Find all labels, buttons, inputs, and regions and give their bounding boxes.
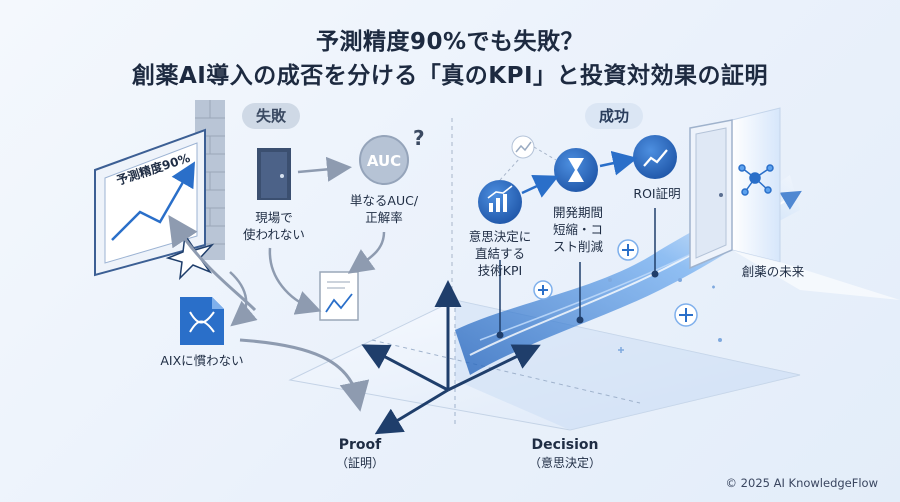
decision-sub: （意思決定） <box>528 456 601 470</box>
success-arrow <box>599 150 638 176</box>
connector-dashed <box>533 146 557 161</box>
proof-axis-label: Proof （証明） <box>320 436 400 472</box>
decision-text: Decision <box>531 437 599 453</box>
question-mark-icon: ? <box>413 126 425 150</box>
kpi-label-line3: 技術KPI <box>477 263 523 278</box>
auc-icon-text: AUC <box>367 152 401 170</box>
fail-arrow <box>297 156 352 182</box>
auc-label-line1: 単なるAUC/ <box>350 193 419 208</box>
plus-icon <box>617 239 639 261</box>
proof-text: Proof <box>338 437 382 453</box>
axis-down <box>374 388 449 435</box>
fail-arrow <box>347 231 386 274</box>
pin-dot <box>651 270 659 278</box>
copyright: © 2025 AI KnowledgeFlow <box>725 476 878 490</box>
fail-arrow <box>268 247 322 315</box>
bar-chart-icon <box>478 180 522 224</box>
title-line1: 予測精度90%でも失敗？ <box>315 29 585 55</box>
time-cost-label: 開発期間 短縮・コ スト削減 <box>540 204 616 255</box>
open-door-icon <box>689 107 900 300</box>
proof-sub: （証明） <box>335 456 384 470</box>
title-line2: 創薬AI導入の成否を分ける「真のKPI」と投資対効果の証明 <box>131 63 769 89</box>
closed-door-icon <box>257 148 291 200</box>
molecule-icon <box>738 164 774 196</box>
fail-arrow <box>229 271 258 327</box>
auc-label-line2: 正解率 <box>365 210 403 225</box>
auc-icon <box>359 135 409 185</box>
document-chart-icon <box>319 271 359 321</box>
time-label-line3: スト削減 <box>552 239 603 254</box>
pin-dot <box>496 331 504 339</box>
board-chart-line <box>111 161 195 241</box>
door-label-line2: 使われない <box>243 227 305 242</box>
hourglass-icon <box>554 148 598 192</box>
plus-icon <box>674 303 698 327</box>
decision-axis-label: Decision （意思決定） <box>510 436 620 472</box>
roi-chart-icon <box>633 135 677 179</box>
fail-return-arrow <box>239 338 370 412</box>
success-badge: 成功 <box>585 103 644 129</box>
sparkle-icon <box>608 278 722 353</box>
kpi-label-line1: 意思決定に <box>468 229 532 244</box>
aix-label: AIXに慣わない <box>160 353 243 368</box>
plus-icon <box>533 280 553 300</box>
door-label-line1: 現場で <box>255 210 293 225</box>
time-label-line2: 短縮・コ <box>552 222 603 237</box>
axis-right <box>447 344 541 392</box>
fail-up-arrow <box>168 215 257 312</box>
time-label-line1: 開発期間 <box>552 205 603 220</box>
chart-small-icon <box>511 135 535 159</box>
kpi-label: 意思決定に 直結する 技術KPI <box>455 228 545 279</box>
pin-dot <box>576 316 584 324</box>
kpi-label-line2: 直結する <box>474 246 525 261</box>
success-arrow <box>521 174 560 198</box>
roi-label: ROI証明 <box>633 186 681 201</box>
connector-dashed <box>499 157 521 181</box>
axis-left <box>361 344 449 392</box>
future-label: 創薬の未来 <box>741 264 805 279</box>
aix-file-icon <box>180 297 224 345</box>
floor-grid-line <box>371 339 641 404</box>
fail-badge: 失敗 <box>242 103 301 129</box>
crash-burst-icon <box>165 232 215 281</box>
